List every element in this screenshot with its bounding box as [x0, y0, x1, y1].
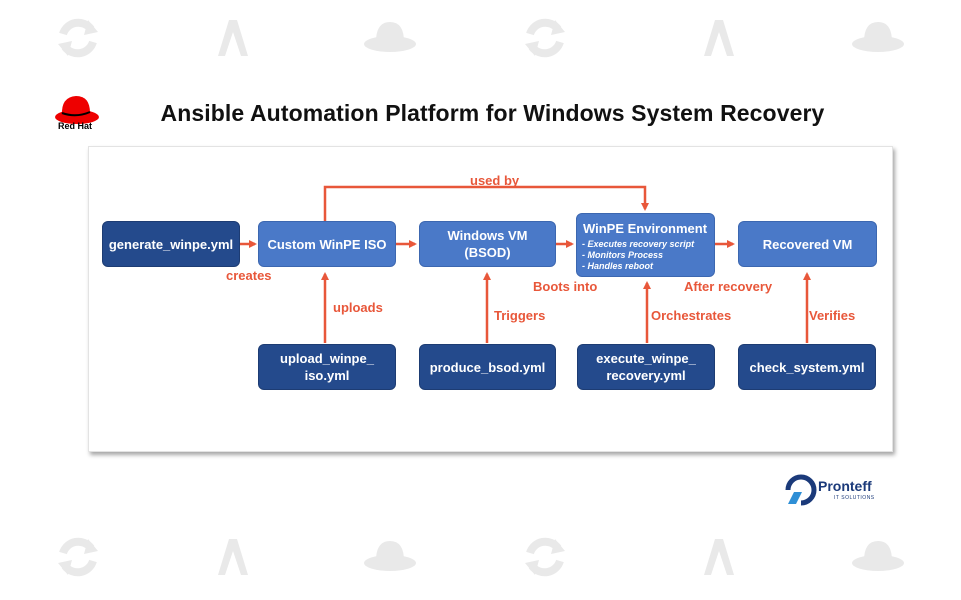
ansible-a-icon [218, 20, 248, 56]
node-check-system: check_system.yml [738, 344, 876, 390]
label-triggers: Triggers [494, 308, 546, 323]
sync-icon [58, 537, 98, 577]
page-title: Ansible Automation Platform for Windows … [160, 100, 825, 126]
winpe-list-item: - Monitors Process [582, 250, 664, 260]
ansible-a-icon [218, 539, 248, 575]
node-windows-vm: Windows VM (BSOD) [419, 221, 556, 267]
ansible-a-icon [704, 20, 734, 56]
label-verifies: Verifies [809, 308, 856, 323]
winpe-list-item: - Handles reboot [582, 261, 654, 271]
sync-icon [525, 18, 565, 58]
diagram-panel [88, 146, 893, 452]
label-used-by: used by [470, 173, 520, 188]
node-winpe-environment: WinPE Environment - Executes recovery sc… [576, 213, 715, 277]
fedora-hat-icon [852, 22, 904, 52]
node-recovered-vm: Recovered VM [738, 221, 877, 267]
fedora-hat-icon [364, 541, 416, 571]
label-uploads: uploads [333, 300, 383, 315]
node-generate-winpe: generate_winpe.yml [102, 221, 240, 267]
node-produce-bsod: produce_bsod.yml [419, 344, 556, 390]
node-execute-winpe-recovery: execute_winpe_ recovery.yml [577, 344, 715, 390]
label-boots-into: Boots into [533, 279, 598, 294]
sync-icon [58, 18, 98, 58]
fedora-hat-icon [364, 22, 416, 52]
red-hat-logo-text: Red Hat [58, 121, 93, 131]
ansible-a-icon [704, 539, 734, 575]
pronteff-logo-tagline: IT SOLUTIONS [834, 495, 875, 501]
pronteff-logo-icon [785, 474, 817, 506]
sync-icon [525, 537, 565, 577]
node-custom-winpe-iso: Custom WinPE ISO [258, 221, 396, 267]
red-hat-logo-icon [55, 96, 99, 124]
label-after-recovery: After recovery [684, 279, 773, 294]
label-creates: creates [226, 268, 272, 283]
label-orchestrates: Orchestrates [651, 308, 732, 323]
arrow-used-by [323, 185, 649, 221]
winpe-list-item: - Executes recovery script [582, 239, 695, 249]
pronteff-logo-name: Pronteff [818, 478, 872, 494]
fedora-hat-icon [852, 541, 904, 571]
node-upload-winpe-iso: upload_winpe_ iso.yml [258, 344, 396, 390]
